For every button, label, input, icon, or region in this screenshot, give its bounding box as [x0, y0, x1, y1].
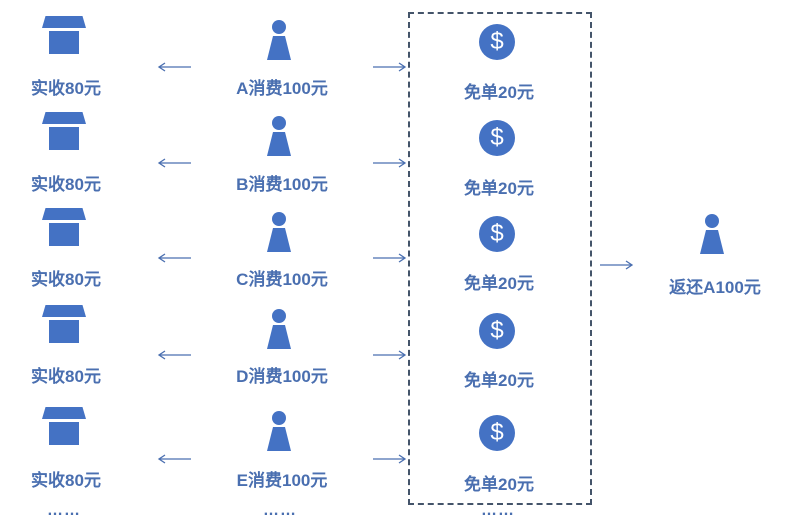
- store-icon: [42, 208, 86, 246]
- customer-icon: [266, 212, 292, 254]
- customer-ellipsis: ……: [263, 502, 297, 519]
- free-order-label: 免单20元: [464, 274, 534, 293]
- store-received-label: 实收80元: [31, 175, 101, 194]
- arrow-left-icon: [157, 158, 191, 168]
- free-order-label: 免单20元: [464, 179, 534, 198]
- customer-spend-label: C消费100元: [236, 270, 328, 289]
- store-icon: [42, 112, 86, 150]
- free-order-label: 免单20元: [464, 371, 534, 390]
- customer-icon: [266, 411, 292, 453]
- arrow-right-icon: [373, 253, 407, 263]
- store-received-label: 实收80元: [31, 471, 101, 490]
- dollar-coin-icon: $: [479, 24, 515, 60]
- store-icon: [42, 305, 86, 343]
- free-order-label: 免单20元: [464, 83, 534, 102]
- customer-icon: [266, 20, 292, 62]
- dollar-coin-icon: $: [479, 415, 515, 451]
- customer-spend-label: A消费100元: [236, 79, 328, 98]
- arrow-right-icon: [373, 158, 407, 168]
- customer-spend-label: D消费100元: [236, 367, 328, 386]
- store-icon: [42, 16, 86, 54]
- arrow-left-icon: [157, 350, 191, 360]
- store-received-label: 实收80元: [31, 367, 101, 386]
- arrow-right-icon: [373, 350, 407, 360]
- arrow-right-icon: [373, 62, 407, 72]
- free-ellipsis: ……: [481, 502, 515, 519]
- result-label: 返还A100元: [669, 278, 761, 297]
- person-a-icon: [699, 214, 725, 256]
- customer-icon: [266, 116, 292, 158]
- store-icon: [42, 407, 86, 445]
- customer-icon: [266, 309, 292, 351]
- dollar-coin-icon: $: [479, 120, 515, 156]
- store-received-label: 实收80元: [31, 270, 101, 289]
- arrow-right-icon: [373, 454, 407, 464]
- arrow-left-icon: [157, 253, 191, 263]
- arrow-left-icon: [157, 62, 191, 72]
- store-received-label: 实收80元: [31, 79, 101, 98]
- dollar-coin-icon: $: [479, 216, 515, 252]
- arrow-left-icon: [157, 454, 191, 464]
- free-pool-dashed-box: [408, 12, 592, 505]
- dollar-coin-icon: $: [479, 313, 515, 349]
- customer-spend-label: B消费100元: [236, 175, 328, 194]
- arrow-right-to-result: [600, 260, 634, 270]
- store-ellipsis: ……: [47, 502, 81, 519]
- customer-spend-label: E消费100元: [236, 471, 328, 490]
- free-order-label: 免单20元: [464, 475, 534, 494]
